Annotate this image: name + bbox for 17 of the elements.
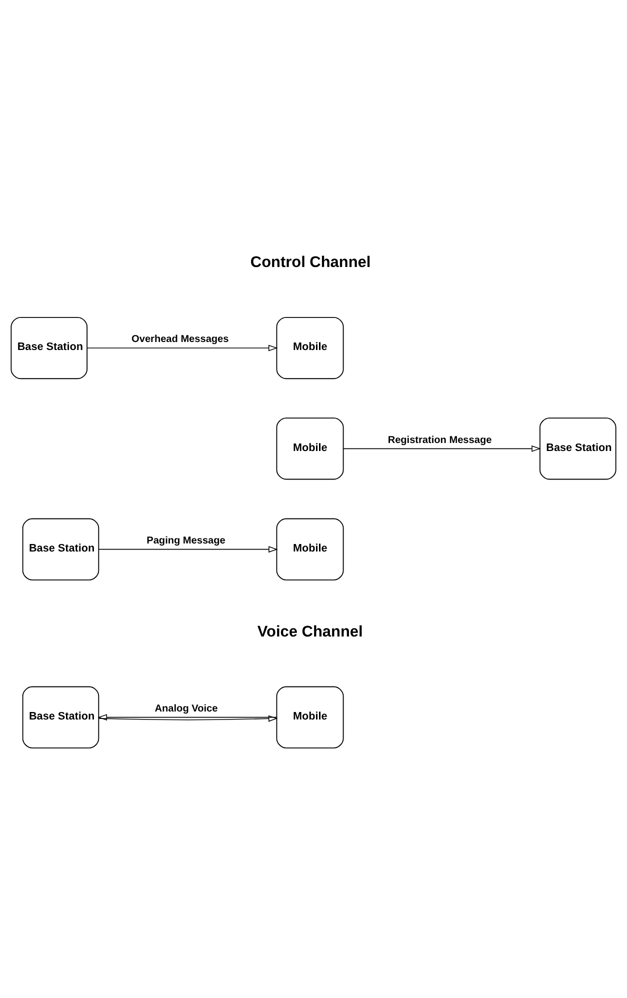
node-box: Mobile [276,316,344,380]
label: Control Channel [250,254,371,272]
arrow [343,445,541,452]
edge-label: Analog Voice [154,703,218,714]
node-box: Mobile [276,418,344,480]
arrow [86,344,278,352]
edge-label: Paging Message [146,535,226,546]
node-box: Base Station [10,316,88,380]
arrow [98,546,278,553]
node-box: Mobile [276,518,344,580]
edge-label: Overhead Messages [132,334,229,346]
node-box: Base Station [539,418,616,480]
node-box: Base Station [22,686,100,748]
label: Voice Channel [257,623,363,640]
node-box: Base Station [22,518,100,580]
edge-label: Registration Message [388,434,492,446]
node-box: Mobile [276,686,344,748]
